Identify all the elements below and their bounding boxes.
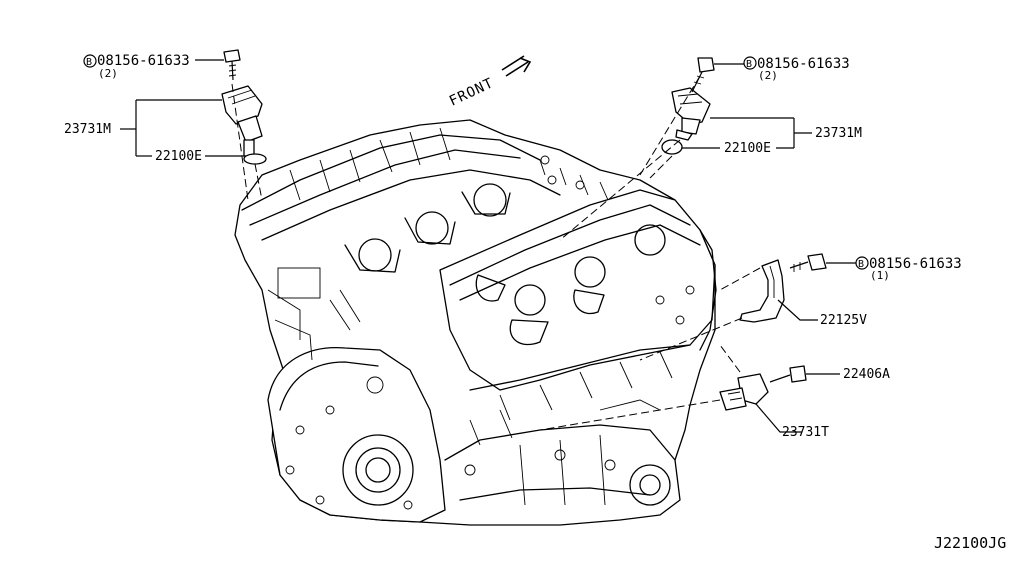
bolt-right-top xyxy=(691,57,715,93)
sensor-right-23731M xyxy=(661,87,711,155)
part-label: 23731M xyxy=(815,126,862,141)
bolt-left-top xyxy=(223,49,241,81)
engine-illustration xyxy=(234,119,717,526)
part-qty: (2) xyxy=(98,67,118,80)
callout-bolt-bracket: B 08156-61633 (1) xyxy=(826,256,962,282)
part-qty: (2) xyxy=(758,69,778,82)
callout-bolt-crank: 22406A xyxy=(806,367,890,382)
bolt-crank xyxy=(769,365,807,383)
sensor-crank-23731T xyxy=(719,373,769,411)
front-direction-arrow: FRONT xyxy=(447,55,532,110)
callout-sensor-crank: 23731T xyxy=(755,403,829,440)
bolt-bracket xyxy=(789,253,827,272)
part-code: 08156-61633 xyxy=(757,56,850,72)
bolt-prefix-icon: B xyxy=(86,57,92,68)
part-label: 23731T xyxy=(782,425,829,440)
part-qty: (1) xyxy=(870,269,890,282)
part-label: 22100E xyxy=(155,149,202,164)
bolt-prefix-icon: B xyxy=(746,59,752,70)
callout-sensor-left: 23731M 22100E xyxy=(64,99,244,164)
callout-sensor-right: 23731M 22100E xyxy=(682,117,862,156)
callout-bracket: 22125V xyxy=(777,299,867,328)
callout-bolt-left: B 08156-61633 (2) xyxy=(83,53,224,80)
part-code: 08156-61633 xyxy=(869,256,962,272)
part-code: 08156-61633 xyxy=(97,53,190,69)
diagram-code: J22100JG xyxy=(934,534,1006,552)
callout-bolt-right: B 08156-61633 (2) xyxy=(714,56,850,82)
part-label: 22406A xyxy=(843,367,890,382)
svg-text:FRONT: FRONT xyxy=(447,75,496,109)
bracket-22125V xyxy=(739,259,785,323)
part-label: 23731M xyxy=(64,122,111,137)
sensor-left-23731M xyxy=(221,85,267,165)
part-label: 22100E xyxy=(724,141,771,156)
bolt-prefix-icon: B xyxy=(858,259,864,270)
part-label: 22125V xyxy=(820,313,867,328)
